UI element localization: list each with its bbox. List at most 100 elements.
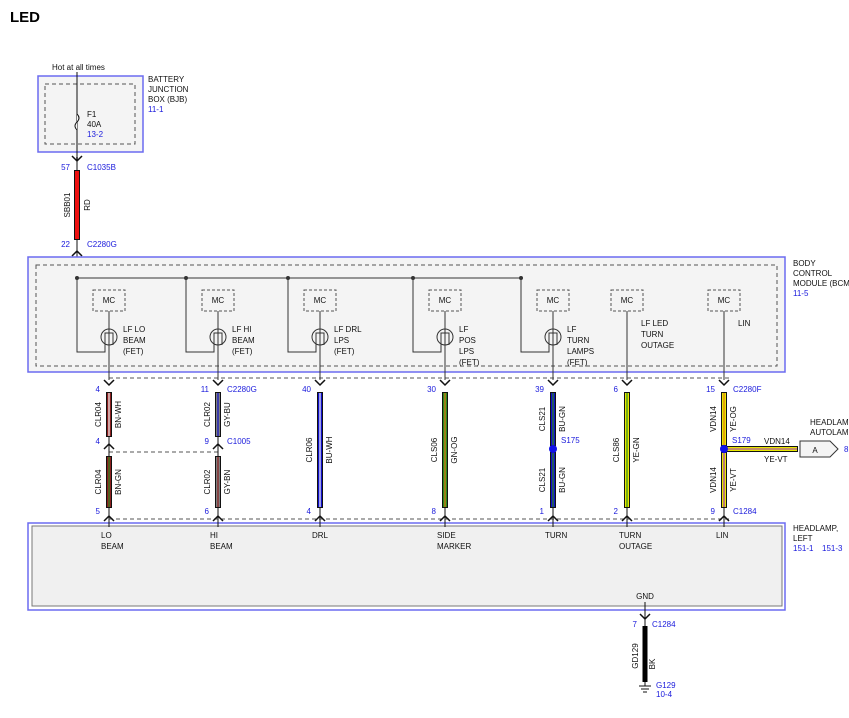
bcm-channel-label: (FET)	[232, 347, 253, 356]
mc-label: MC	[212, 296, 225, 305]
connector-arrow-icon	[621, 514, 633, 522]
pin-number: 4	[96, 437, 101, 446]
headlamp-pin-label: BEAM	[101, 542, 124, 551]
bjb-box	[37, 75, 144, 153]
connector-arrow-icon	[718, 379, 730, 387]
pin-number: 1	[540, 507, 545, 516]
wire-circuit-label: GD129	[631, 643, 640, 669]
headlamp-ref-link[interactable]: 151-3	[822, 544, 843, 553]
wire-circuit-label: CLS21	[538, 406, 547, 431]
offpage-page-link[interactable]: 8	[844, 445, 849, 454]
bcm-channel-label: (FET)	[123, 347, 144, 356]
fet-gate-icon	[315, 332, 325, 345]
wire-color-label: YE-OG	[729, 406, 738, 432]
fet-gate-icon	[440, 332, 450, 345]
wire-color-label: BU-GN	[558, 467, 567, 493]
wire-color-label: GN-OG	[450, 436, 459, 463]
connector-arrow-icon	[639, 613, 651, 621]
fet-gate-icon	[548, 332, 558, 345]
wire-color-label: YE-VT	[729, 468, 738, 492]
pin-number: 39	[535, 385, 544, 394]
connector-id: C1284	[652, 620, 676, 629]
wire-circuit-label: CLR04	[94, 469, 103, 494]
wire-circuit-label: CLR06	[305, 437, 314, 462]
fet-icon	[311, 328, 329, 346]
wire-circuit-label: CLS86	[612, 437, 621, 462]
fet-icon	[436, 328, 454, 346]
wire-circuit-label: SBB01	[63, 192, 72, 217]
hot-at-all-times-label: Hot at all times	[52, 63, 105, 72]
diagram-title: LED	[10, 9, 40, 26]
headlamp-pin-label: DRL	[312, 531, 329, 540]
pin-number: 8	[432, 507, 437, 516]
bcm-channel-label: BEAM	[232, 336, 255, 345]
headlamp-name: HEADLAMP,	[793, 524, 838, 533]
headlamp-pin-label: HI	[210, 531, 218, 540]
bcm-channel-label: OUTAGE	[641, 341, 674, 350]
pin-number: 4	[96, 385, 101, 394]
wire-color-label: RD	[83, 199, 92, 211]
fuse-rating: 40A	[87, 120, 102, 129]
connector-arrow-icon	[314, 379, 326, 387]
headlamp-pin-label: TURN	[619, 531, 641, 540]
autolamp-name: HEADLAMP	[810, 418, 849, 427]
bcm-channel-label: LIN	[738, 319, 751, 328]
fet-gate-icon	[213, 332, 223, 345]
headlamp-pin-label: BEAM	[210, 542, 233, 551]
bcm-channel-label: (FET)	[334, 347, 355, 356]
wire-circuit-label: CLR02	[203, 469, 212, 494]
mc-box	[92, 289, 126, 312]
connector-id: C2280G	[87, 240, 117, 249]
pin-number: 6	[205, 507, 210, 516]
headlamp-pin-label: LO	[101, 531, 112, 540]
bjb-name: BOX (BJB)	[148, 95, 187, 104]
fet-supply-line	[412, 278, 442, 353]
connector-arrow-icon	[621, 379, 633, 387]
bjb-ref-link[interactable]: 11-1	[148, 105, 164, 114]
splice-dot	[549, 445, 557, 453]
pin-number: 57	[61, 163, 70, 172]
connector-arrow-icon	[103, 514, 115, 522]
fet-supply-line	[185, 278, 215, 353]
mc-box	[201, 289, 235, 312]
wire-color-label: BN-WH	[114, 401, 123, 428]
splice-id: S175	[561, 436, 580, 445]
bcm-channel-label: LPS	[459, 347, 474, 356]
mc-box	[428, 289, 462, 312]
headlamp-pin-label: OUTAGE	[619, 542, 652, 551]
bjb-name: JUNCTION	[148, 85, 189, 94]
ground-ref-link[interactable]: 10-4	[656, 690, 673, 699]
bcm-ref-link[interactable]: 11-5	[793, 289, 809, 298]
fuse-icon	[74, 113, 80, 131]
pin-number: 6	[614, 385, 619, 394]
bcm-channel-label: TURN	[567, 336, 589, 345]
headlamp-pin-label: LIN	[716, 531, 729, 540]
mc-box	[707, 289, 741, 312]
fet-supply-line	[287, 278, 317, 353]
bjb-inner-box	[44, 83, 136, 145]
pin-number: 2	[614, 507, 619, 516]
bcm-channel-label: LAMPS	[567, 347, 594, 356]
bcm-channel-label: BEAM	[123, 336, 146, 345]
connector-arrow-icon	[547, 514, 559, 522]
headlamp-ref-link[interactable]: 151-1	[793, 544, 814, 553]
bcm-channel-label: LF	[459, 325, 468, 334]
bcm-name: MODULE (BCM)	[793, 279, 849, 288]
pin-number: 9	[205, 437, 210, 446]
fuse-ref-link[interactable]: 13-2	[87, 130, 104, 139]
bcm-channel-label: (FET)	[567, 358, 588, 367]
pin-number: 40	[302, 385, 311, 394]
pin-number: 9	[711, 507, 716, 516]
fet-icon	[100, 328, 118, 346]
headlamp-pin-label: SIDE	[437, 531, 456, 540]
connector-arrow-icon	[439, 514, 451, 522]
wire-color-label: BU-WH	[325, 436, 334, 463]
connector-arrow-icon	[314, 514, 326, 522]
offpage-connector-a[interactable]	[799, 440, 839, 458]
wire-circuit-label: CLS21	[538, 467, 547, 492]
headlamp-inner-box	[31, 525, 783, 607]
wire-circuit-label: VDN14	[709, 467, 718, 493]
mc-label: MC	[314, 296, 327, 305]
mc-label: MC	[439, 296, 452, 305]
